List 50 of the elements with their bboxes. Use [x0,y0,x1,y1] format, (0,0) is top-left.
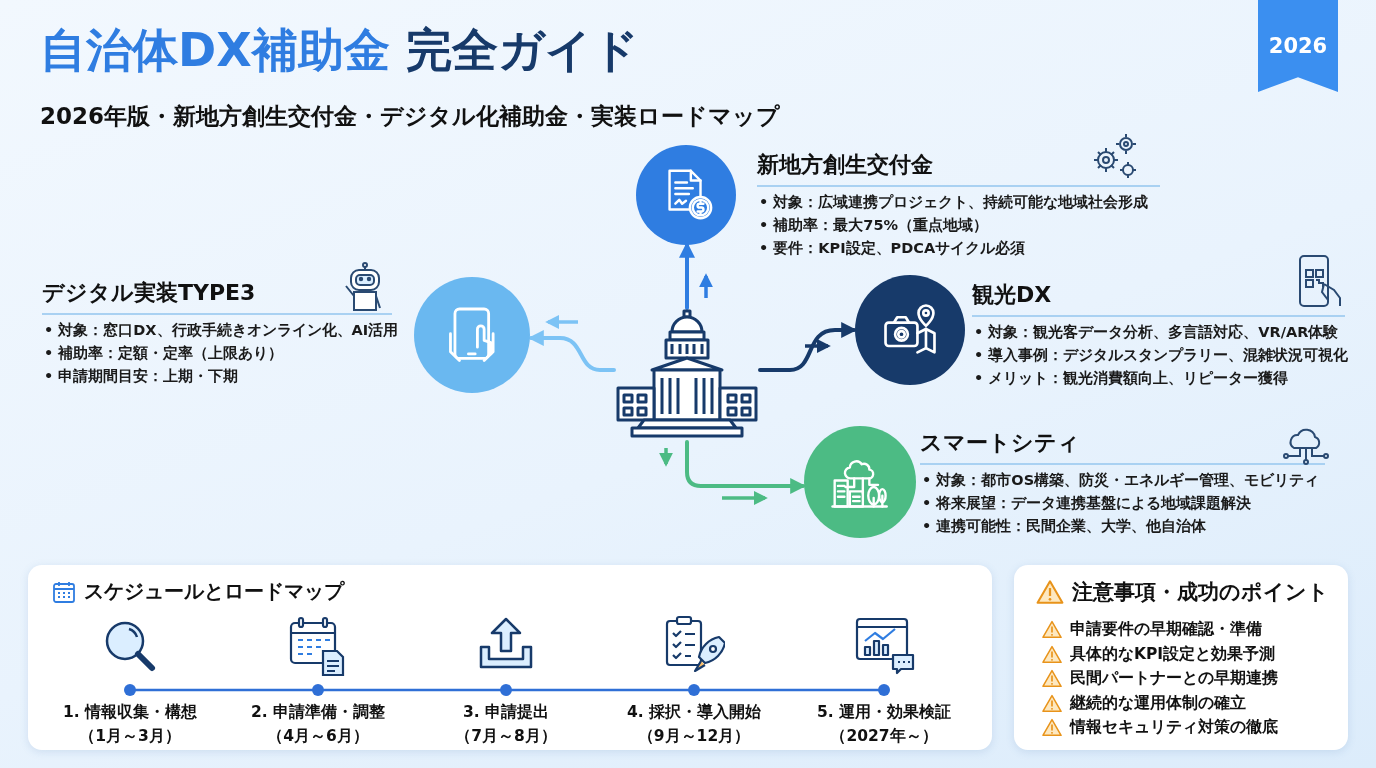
timeline-dot [312,684,324,696]
year-ribbon: 2026 [1258,0,1338,92]
section-heading: デジタル実装TYPE3 [42,279,256,307]
bullet-item: • 対象：観光客データ分析、多言語対応、VR/AR体験 [974,323,1340,342]
notice-item: 民間パートナーとの早期連携 [1070,668,1278,689]
subtitle: 2026年版・新地方創生交付金・デジタル化補助金・実装ロードマップ [40,102,780,131]
section-heading: スマートシティ [920,429,1080,457]
step-name: 4. 採択・導入開始 [625,702,763,723]
bullet-item: • 申請期間目安：上期・下期 [44,367,240,386]
notice-item: 申請要件の早期確認・準備 [1070,619,1262,640]
arrow [685,440,807,494]
step-period: （9月～12月） [636,726,752,747]
bullet-item: • 対象：広域連携プロジェクト、持続可能な地域社会形成 [759,193,1149,212]
step-name: 1. 情報収集・構想 [61,702,199,723]
timeline-line [134,688,314,692]
panel-heading: 注意事項・成功のポイント [1072,579,1329,606]
bullet-item: • 導入事例：デジタルスタンプラリー、混雑状況可視化 [974,346,1349,365]
bullet-item: • 補助率：定額・定率（上限あり） [44,344,285,363]
timeline-dot [878,684,890,696]
arrow [527,330,616,372]
step-period: （1月～3月） [78,726,182,747]
section-heading: 観光DX [972,281,1052,309]
bullet-item: • メリット：観光消費額向上、リピーター獲得 [974,369,1290,388]
step-name: 5. 運用・効果検証 [815,702,953,723]
timeline-line [698,688,880,692]
timeline-line [322,688,502,692]
bullet-item: • 将来展望：データ連携基盤による地域課題解決 [922,494,1253,513]
step-period: （2027年～） [829,726,939,747]
timeline-dot [500,684,512,696]
notice-item: 具体的なKPI設定と効果予測 [1070,643,1276,665]
title: 自治体DX補助金 完全ガイド [40,22,639,78]
timeline-dot [688,684,700,696]
step-name: 2. 申請準備・調整 [249,702,387,723]
bullet-item: • 対象：都市OS構築、防災・エネルギー管理、モビリティ [922,471,1320,490]
arrow [758,322,858,372]
notice-panel [1014,565,1348,750]
bullet-item: • 補助率：最大75%（重点地域） [759,216,990,235]
timeline-dot [124,684,136,696]
notice-item: 情報セキュリティ対策の徹底 [1070,717,1278,738]
bullet-item: • 連携可能性：民間企業、大学、他自治体 [922,517,1208,536]
step-period: （7月～8月） [454,726,558,747]
notice-item: 継続的な運用体制の確立 [1070,692,1246,714]
step-name: 3. 申請提出 [461,702,551,723]
schedule-panel [28,565,992,750]
bullet-item: • 対象：窓口DX、行政手続きオンライン化、AI活用 [44,321,399,340]
section-heading: 新地方創生交付金 [757,151,933,179]
panel-heading: スケジュールとロードマップ [84,578,344,605]
step-period: （4月～6月） [266,726,370,747]
bullet-item: • 要件：KPI設定、PDCAサイクル必須 [759,239,1027,258]
timeline-line [510,688,690,692]
